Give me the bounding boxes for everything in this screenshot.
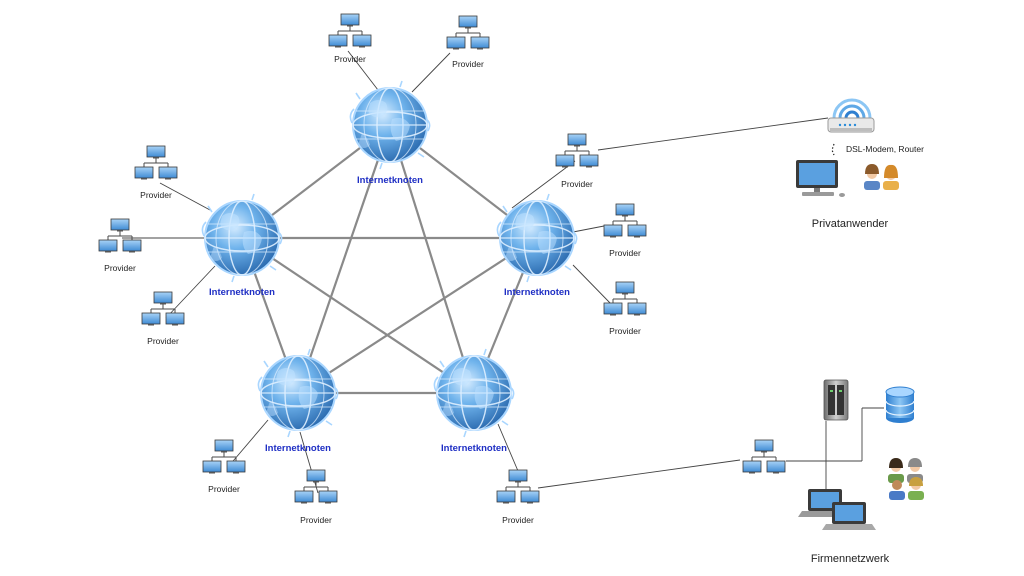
database-icon (885, 386, 915, 423)
link-right-bottomleft (297, 237, 538, 394)
provider-5: Provider (141, 291, 185, 346)
globe-icon (349, 80, 431, 170)
provider-10: Provider (294, 469, 338, 525)
company-network-group: Firmennetzwerk (742, 379, 924, 565)
internet-node-label: Internetknoten (265, 443, 331, 454)
internet-node-top: Internetknoten (349, 80, 431, 186)
provider-label: Provider (208, 484, 240, 494)
globe-icon (496, 193, 578, 283)
provider-label: Provider (609, 326, 641, 336)
provider-label: Provider (334, 54, 366, 64)
company-network-label: Firmennetzwerk (811, 553, 890, 565)
internet-node-bottom-left: Internetknoten (257, 348, 339, 454)
provider-1: Provider (328, 13, 372, 64)
provider-links (122, 50, 829, 494)
network-switch-icon (134, 145, 178, 180)
wifi-router-icon (827, 98, 875, 133)
laptop-icon (822, 502, 876, 530)
network-switch-icon (603, 281, 647, 316)
provider-8: Provider (603, 281, 647, 336)
network-switch-icon (555, 133, 599, 168)
network-switch-icon (202, 439, 246, 474)
globe-icon (257, 348, 339, 438)
network-switch-icon (328, 13, 372, 48)
provider-2: Provider (446, 15, 490, 69)
link-top-bottomright (388, 124, 476, 394)
provider-4: Provider (98, 218, 142, 273)
users-icon (864, 164, 899, 190)
provider-label: Provider (609, 248, 641, 258)
network-switch-icon (603, 203, 647, 238)
internet-node-label: Internetknoten (504, 287, 570, 298)
provider-3: Provider (134, 145, 178, 200)
provider-label: Provider (502, 515, 534, 525)
internet-node-right: Internetknoten (496, 193, 578, 298)
provider-label: Provider (140, 190, 172, 200)
link-left-bottomright (241, 237, 475, 394)
link-top-bottomleft (296, 124, 392, 394)
network-switch-icon (294, 469, 338, 504)
desktop-computer-icon (796, 160, 845, 197)
internet-node-label: Internetknoten (357, 175, 423, 186)
server-icon (823, 379, 849, 421)
internet-node-left: Internetknoten (201, 193, 283, 298)
globe-icon (433, 348, 515, 438)
provider-label: Provider (452, 59, 484, 69)
network-switch-icon (446, 15, 490, 50)
backbone-links (240, 124, 539, 395)
provider-7: Provider (603, 203, 647, 258)
private-users-label: Privatanwender (812, 218, 889, 230)
globe-icon (201, 193, 283, 283)
internet-node-bottom-right: Internetknoten (433, 348, 515, 454)
provider-6: Provider (555, 133, 599, 189)
provider-label: Provider (147, 336, 179, 346)
users-icon (888, 458, 924, 500)
private-user-group: DSL-Modem, Router Privatanwender (796, 98, 924, 230)
network-switch-icon (496, 469, 540, 504)
provider-label: Provider (300, 515, 332, 525)
provider-9: Provider (202, 439, 246, 494)
network-switch-icon (742, 439, 786, 474)
provider-11: Provider (496, 469, 540, 525)
network-switch-icon (98, 218, 142, 253)
network-switch-icon (141, 291, 185, 326)
provider-label: Provider (104, 263, 136, 273)
modem-label: DSL-Modem, Router (846, 144, 924, 154)
internet-node-label: Internetknoten (209, 287, 275, 298)
provider-label: Provider (561, 179, 593, 189)
internet-node-label: Internetknoten (441, 443, 507, 454)
